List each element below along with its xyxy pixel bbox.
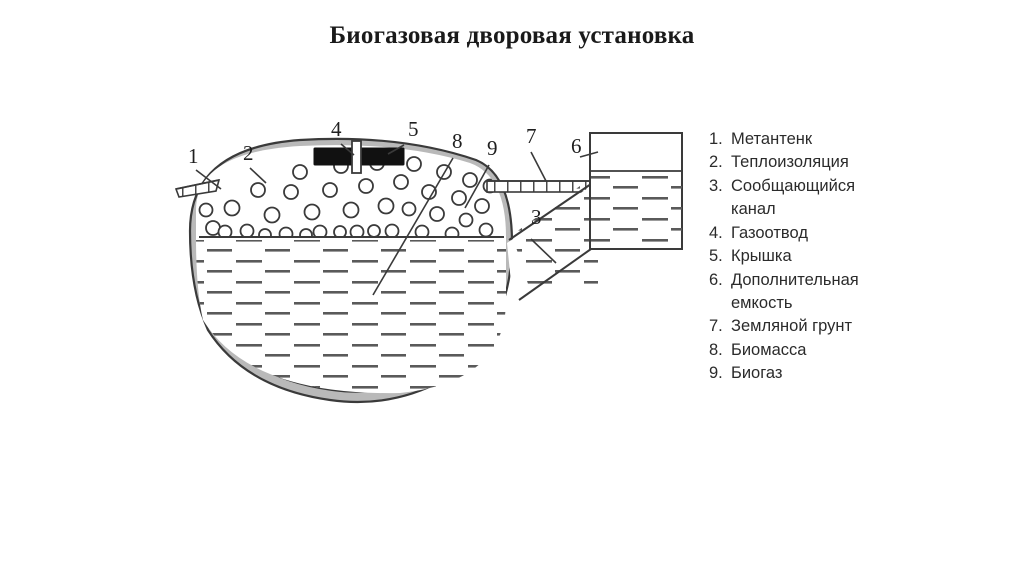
legend-label: Биомасса — [731, 340, 807, 359]
tank-lid — [313, 140, 405, 174]
legend-number: 6. — [709, 270, 723, 289]
leader-2 — [249, 167, 267, 184]
leader-1 — [195, 169, 222, 190]
gas-bubbles — [198, 155, 498, 237]
legend-number: 5. — [709, 247, 723, 266]
leader-9 — [464, 164, 490, 209]
legend-label: Земляной грунт — [731, 317, 853, 336]
channel-lower-edge — [518, 248, 592, 301]
callout-5: 5 — [408, 117, 419, 141]
legend-number: 1. — [709, 130, 723, 148]
legend-item-3-cont: канал — [731, 200, 776, 219]
legend-number: 8. — [709, 340, 723, 359]
legend-number: 4. — [709, 223, 723, 242]
callout-6: 6 — [571, 134, 582, 158]
gas-outlet-pipe — [351, 140, 362, 174]
callout-3: 3 — [531, 205, 542, 229]
legend-item-4: 4. Газоотвод — [709, 222, 1009, 245]
callout-7: 7 — [526, 124, 537, 148]
biomass-zone — [196, 237, 506, 394]
leader-6 — [579, 151, 599, 158]
legend-number: 9. — [709, 364, 723, 383]
legend-item-5: 5. Крышка — [709, 245, 1009, 268]
callout-9: 9 — [487, 136, 498, 160]
additional-tank — [589, 132, 683, 250]
callout-1: 1 — [188, 144, 199, 168]
legend-number: 2. — [709, 153, 723, 172]
legend-list: 1. Метантенк 2. Теплоизоляция 3. Сообщаю… — [709, 128, 1009, 386]
leader-8 — [372, 157, 454, 296]
legend-item-8: 8. Биомасса — [709, 339, 1009, 362]
legend-item-6: 6. Дополнительная — [709, 269, 1009, 292]
legend-label: Метантенк — [731, 130, 813, 148]
legend-item-9: 9. Биогаз — [709, 362, 1009, 385]
leader-7 — [530, 151, 547, 182]
leader-4 — [340, 143, 355, 156]
callout-2: 2 — [243, 141, 254, 165]
channel-tick — [530, 238, 557, 264]
channel-upper-edge — [508, 183, 592, 241]
leader-lines — [195, 143, 599, 296]
legend-label: Крышка — [731, 247, 792, 266]
legend-label: Биогаз — [731, 364, 783, 383]
legend-item-6-cont: емкость — [731, 293, 793, 312]
legend-number: 3. — [709, 176, 723, 195]
callout-numbers: 1 2 3 4 5 6 7 8 9 — [188, 117, 582, 229]
legend-label: Дополнительная — [731, 270, 859, 289]
callout-4: 4 — [331, 117, 342, 141]
page-title: Биогазовая дворовая установка — [329, 22, 695, 49]
legend-label: Сообщающийся — [731, 176, 856, 195]
biogas-zone — [196, 145, 506, 237]
legend-number: 7. — [709, 317, 723, 336]
legend-item-2: 2. Теплоизоляция — [709, 151, 1009, 174]
legend-item-1: 1. Метантенк — [709, 128, 1009, 151]
legend-label: Теплоизоляция — [731, 153, 849, 172]
legend-item-7: 7. Земляной грунт — [709, 315, 1009, 338]
leader-5 — [387, 144, 405, 155]
callout-8: 8 — [452, 129, 463, 153]
legend-item-3: 3. Сообщающийся — [709, 175, 1009, 198]
legend-label: Газоотвод — [731, 223, 808, 242]
